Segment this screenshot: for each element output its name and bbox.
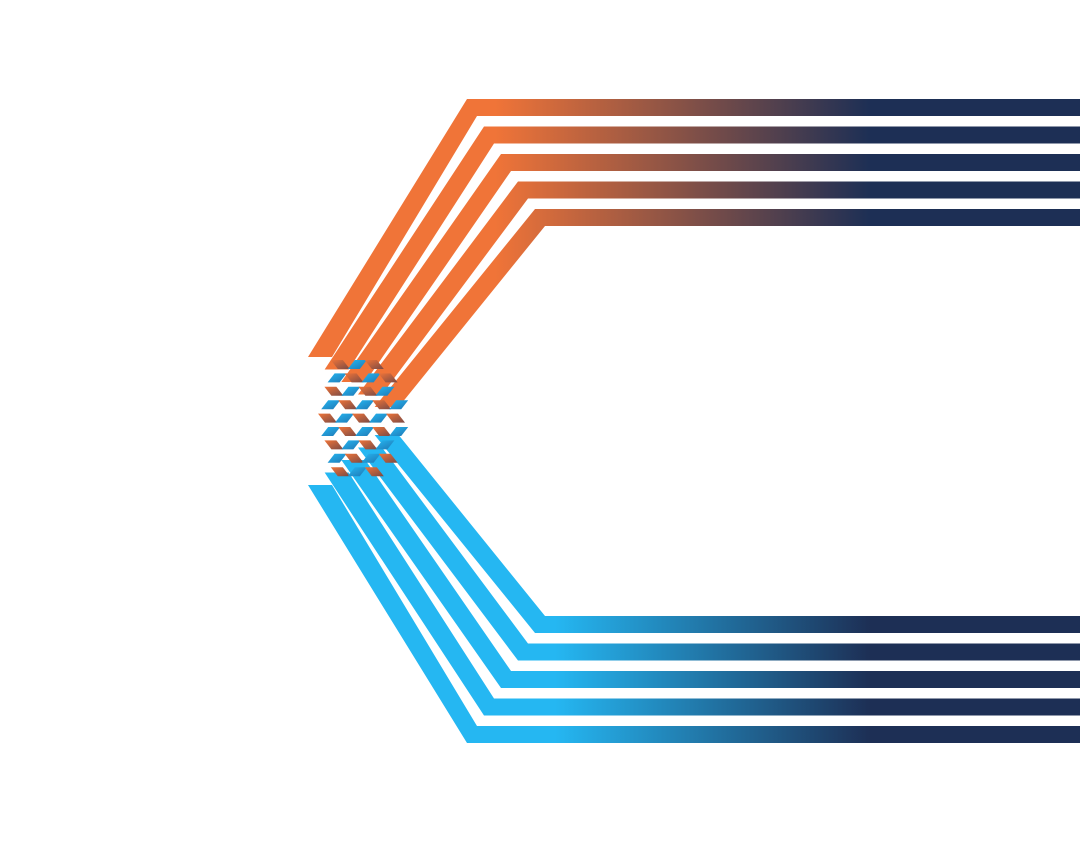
weave-segment <box>321 427 341 436</box>
weave-segment <box>369 413 388 423</box>
weave-segment <box>318 413 337 423</box>
weave-segment <box>344 453 364 463</box>
weave-segment <box>338 400 358 410</box>
weave-segment <box>372 427 392 436</box>
weave-segment <box>375 440 395 450</box>
weave-segment <box>344 373 364 383</box>
weave-segment <box>324 386 344 396</box>
weave-segment <box>330 360 350 369</box>
weave-segment <box>361 373 381 383</box>
weave-segment <box>378 373 398 383</box>
weave-segment <box>324 440 344 450</box>
woven-chevron-tip <box>318 360 409 477</box>
weave-segment <box>358 440 378 450</box>
weave-segment <box>361 453 381 463</box>
weave-segment <box>386 413 405 423</box>
weave-segment <box>347 467 367 477</box>
weave-segment <box>338 427 358 436</box>
weave-segment <box>341 386 361 396</box>
weave-segment <box>389 400 409 410</box>
weave-segment <box>321 400 341 410</box>
weave-segment <box>364 467 384 477</box>
weave-segment <box>347 360 367 369</box>
weave-segment <box>335 413 354 423</box>
weave-segment <box>330 467 350 477</box>
weave-segment <box>389 427 409 436</box>
weave-segment <box>364 360 384 369</box>
weave-segment <box>372 400 392 410</box>
weave-segment <box>355 427 375 436</box>
weave-segment <box>358 386 378 396</box>
weave-segment <box>352 413 371 423</box>
weave-segment <box>378 453 398 463</box>
weave-segment <box>327 373 347 383</box>
weave-segment <box>341 440 361 450</box>
weave-segment <box>327 453 347 463</box>
weave-segment <box>375 386 395 396</box>
weave-segment <box>355 400 375 410</box>
